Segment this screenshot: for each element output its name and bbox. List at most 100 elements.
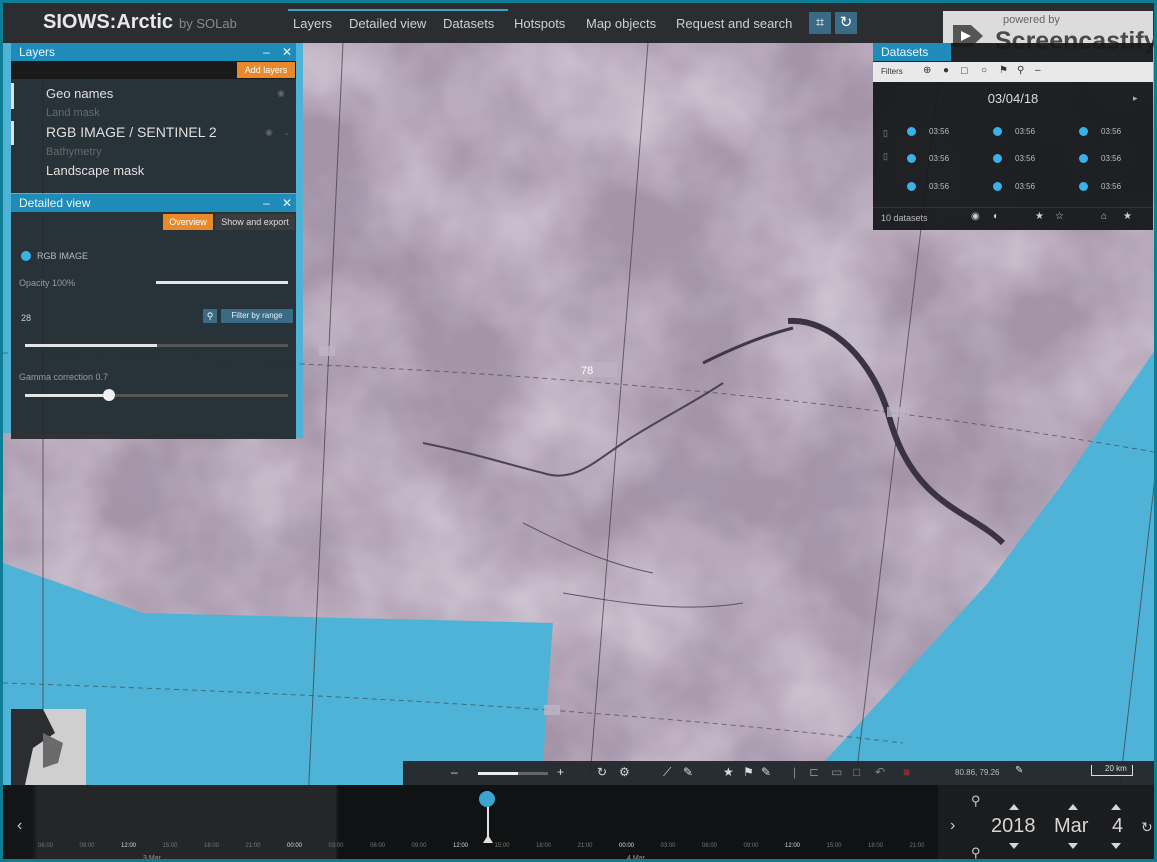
add-layers-button[interactable]: Add layers xyxy=(237,62,295,78)
chevron-down-icon[interactable]: ⌄ xyxy=(283,127,291,137)
nav-map-objects[interactable]: Map objects xyxy=(586,16,657,31)
close-icon[interactable]: ✕ xyxy=(282,45,293,59)
reset-icon[interactable]: ↻ xyxy=(1141,819,1153,835)
rotate-icon[interactable]: ↻ xyxy=(597,765,608,779)
dataset-dot[interactable] xyxy=(1079,182,1088,191)
month-value[interactable]: Mar xyxy=(1054,815,1089,837)
pencil-icon[interactable]: ✎ xyxy=(683,765,694,779)
filter-by-range-button[interactable]: Filter by range xyxy=(221,309,293,323)
dataset-time[interactable]: 03:56 xyxy=(1015,127,1036,136)
dataset-dot[interactable] xyxy=(1079,127,1088,136)
plus-icon[interactable]: + xyxy=(557,765,565,779)
star-icon[interactable]: ★ xyxy=(1123,211,1132,222)
gamma-slider-fill xyxy=(25,394,109,397)
year-value[interactable]: 2018 xyxy=(991,815,1036,837)
layer-item-landscape-mask[interactable]: Landscape mask xyxy=(46,163,145,178)
ruler-icon[interactable]: ⟋ xyxy=(663,765,672,779)
chevron-left-icon[interactable]: ‹ xyxy=(17,817,23,834)
dataset-dot[interactable] xyxy=(1079,154,1088,163)
filter-minus-icon[interactable]: – xyxy=(1035,65,1041,76)
chevron-right-icon[interactable]: › xyxy=(950,817,956,834)
eye-icon[interactable]: ◉ xyxy=(265,127,273,137)
timeline-tick-label: 06:00 xyxy=(38,843,54,849)
nav-request-search[interactable]: Request and search xyxy=(676,16,793,31)
gamma-slider[interactable] xyxy=(25,394,288,397)
dataset-time[interactable]: 03:56 xyxy=(1015,154,1036,163)
minimize-icon[interactable]: – xyxy=(263,45,270,59)
dataset-dot[interactable] xyxy=(993,154,1002,163)
dataset-time[interactable]: 03:56 xyxy=(929,182,950,191)
refresh-icon[interactable]: ↻ xyxy=(835,12,857,34)
timeline-cursor-handle[interactable] xyxy=(479,791,495,807)
dataset-dot[interactable] xyxy=(993,127,1002,136)
undo-icon[interactable]: ↶ xyxy=(875,765,886,779)
day-value[interactable]: 4 xyxy=(1112,815,1124,837)
filter-globe-icon[interactable]: ⊕ xyxy=(923,65,932,76)
line-icon[interactable]: | xyxy=(793,765,797,779)
timeline-tick-label: 12:00 xyxy=(121,843,137,849)
star-icon[interactable]: ★ xyxy=(1035,211,1044,222)
zoom-in-icon[interactable]: ⚲ xyxy=(971,793,981,808)
dataset-dot[interactable] xyxy=(907,182,916,191)
filter-flag-icon[interactable]: ⚑ xyxy=(999,65,1008,76)
nav-layers[interactable]: Layers xyxy=(293,16,333,31)
filter-dot-icon[interactable]: ● xyxy=(943,65,950,76)
star-icon[interactable]: ★ xyxy=(723,765,734,779)
dataset-time[interactable]: 03:56 xyxy=(1101,127,1122,136)
dataset-time[interactable]: 03:56 xyxy=(1101,154,1122,163)
camera-icon[interactable]: ◐ xyxy=(993,211,1000,222)
day-down-button[interactable] xyxy=(1111,843,1121,849)
gamma-label: Gamma correction 0.7 xyxy=(19,372,109,382)
pencil-icon[interactable]: ✎ xyxy=(1015,765,1024,776)
pencil-icon[interactable]: ✎ xyxy=(761,765,772,779)
gamma-slider-handle[interactable] xyxy=(103,389,115,401)
layer-item-land-mask[interactable]: Land mask xyxy=(46,107,100,119)
nav-hotspots[interactable]: Hotspots xyxy=(514,16,566,31)
dataset-time[interactable]: 03:56 xyxy=(929,127,950,136)
month-up-button[interactable] xyxy=(1068,804,1078,810)
detailed-view-title: Detailed view xyxy=(11,194,296,212)
grid-icon[interactable]: ⌗ xyxy=(809,12,831,34)
show-export-button[interactable]: Show and export xyxy=(215,214,295,230)
timeline-tick-label: 09:00 xyxy=(79,843,95,849)
settings-icon[interactable]: ⚙ xyxy=(619,765,630,779)
binoculars-icon[interactable]: ⌂ xyxy=(1101,211,1108,222)
dataset-time[interactable]: 03:56 xyxy=(1101,182,1122,191)
year-up-button[interactable] xyxy=(1009,804,1019,810)
dataset-dot[interactable] xyxy=(907,154,916,163)
delete-icon[interactable]: ■ xyxy=(903,765,911,779)
radio-rgb[interactable] xyxy=(21,251,31,261)
chevron-right-icon[interactable]: ▸ xyxy=(1133,93,1138,103)
minimize-icon[interactable]: – xyxy=(263,196,270,210)
overview-button[interactable]: Overview xyxy=(163,214,213,230)
nav-datasets[interactable]: Datasets xyxy=(443,16,495,31)
dataset-dot[interactable] xyxy=(993,182,1002,191)
timeline-tick-label: 15:00 xyxy=(826,843,842,849)
layer-item-bathymetry[interactable]: Bathymetry xyxy=(46,146,102,158)
eye-icon[interactable]: ◉ xyxy=(971,211,980,222)
map-lat-label: 78 xyxy=(581,365,593,377)
layer-item-geo-names[interactable]: Geo names xyxy=(46,86,114,101)
flag-icon[interactable]: ⚑ xyxy=(743,765,754,779)
dataset-time[interactable]: 03:56 xyxy=(929,154,950,163)
close-icon[interactable]: ✕ xyxy=(282,196,293,210)
filter-icon[interactable]: ⚲ xyxy=(203,309,217,323)
layer-item-rgb-sentinel[interactable]: RGB IMAGE / SENTINEL 2 xyxy=(46,124,217,140)
filter-circle-icon[interactable]: ○ xyxy=(981,65,988,76)
nav-detailed-view[interactable]: Detailed view xyxy=(349,16,427,31)
filter-square-icon[interactable]: □ xyxy=(961,65,968,77)
star-outline-icon[interactable]: ☆ xyxy=(1055,211,1064,222)
minus-icon[interactable]: – xyxy=(451,765,458,779)
dataset-time[interactable]: 03:56 xyxy=(1015,182,1036,191)
month-down-button[interactable] xyxy=(1068,843,1078,849)
day-up-button[interactable] xyxy=(1111,804,1121,810)
eye-icon[interactable]: ◉ xyxy=(277,88,285,98)
polygon-icon[interactable]: ▭ xyxy=(831,765,843,779)
square-icon[interactable]: □ xyxy=(853,765,861,779)
filter-search-icon[interactable]: ⚲ xyxy=(1017,65,1025,76)
draw-icon[interactable]: ⊏ xyxy=(809,765,820,779)
zoom-out-icon[interactable]: ⚲ xyxy=(971,845,981,860)
dataset-dot[interactable] xyxy=(907,127,916,136)
year-down-button[interactable] xyxy=(1009,843,1019,849)
